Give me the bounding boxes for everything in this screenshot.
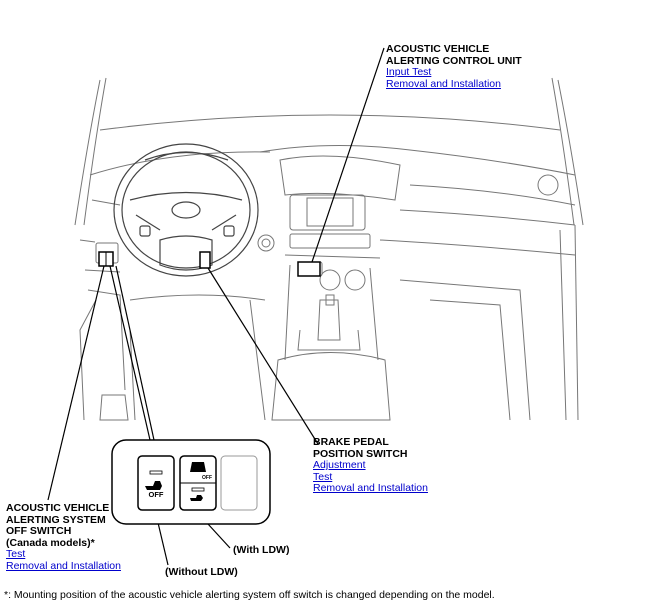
with-ldw-label: (With LDW) <box>233 544 290 556</box>
alerting-unit-input-test-link[interactable]: Input Test <box>386 66 432 78</box>
alerting-unit-callout: ACOUSTIC VEHICLE ALERTING CONTROL UNIT I… <box>386 43 522 90</box>
car-sound-icon <box>145 481 162 490</box>
dashboard-lines <box>74 77 584 421</box>
brake-switch-marker <box>199 251 211 269</box>
switch-panel: OFF OFF <box>111 439 271 525</box>
brake-switch-title-2: POSITION SWITCH <box>313 447 408 460</box>
car-sound-small-icon <box>190 495 203 501</box>
brake-switch-test-link[interactable]: Test <box>313 470 333 483</box>
off-switch-title-1: ACOUSTIC VEHICLE <box>6 502 110 514</box>
off-switch-title-4: (Canada models)* <box>6 536 95 549</box>
off-switch-test-link[interactable]: Test <box>6 548 26 560</box>
steering-wheel <box>113 143 259 277</box>
alerting-control-unit-marker <box>297 261 321 277</box>
alerting-unit-removal-link[interactable]: Removal and Installation <box>386 77 501 90</box>
off-switch-title-2: ALERTING SYSTEM <box>6 513 106 526</box>
brake-switch-removal-link[interactable]: Removal and Installation <box>313 482 428 494</box>
lane-off-small-text: OFF <box>202 475 212 481</box>
brake-switch-title-1: BRAKE PEDAL <box>313 436 389 448</box>
brake-switch-callout: BRAKE PEDAL POSITION SWITCH Adjustment T… <box>313 436 428 495</box>
footnote: *: Mounting position of the acoustic veh… <box>4 589 495 601</box>
alerting-unit-title-1: ACOUSTIC VEHICLE <box>386 43 490 55</box>
lane-departure-icon <box>190 462 206 472</box>
off-switch-title-3: OFF SWITCH <box>6 525 72 537</box>
off-switch-callout: ACOUSTIC VEHICLE ALERTING SYSTEM OFF SWI… <box>6 502 121 572</box>
off-switch-text: OFF <box>149 490 164 499</box>
brake-switch-adjustment-link[interactable]: Adjustment <box>313 459 366 471</box>
alerting-unit-title-2: ALERTING CONTROL UNIT <box>386 54 522 67</box>
off-switch-removal-link[interactable]: Removal and Installation <box>6 559 121 572</box>
without-ldw-label: (Without LDW) <box>165 566 238 578</box>
